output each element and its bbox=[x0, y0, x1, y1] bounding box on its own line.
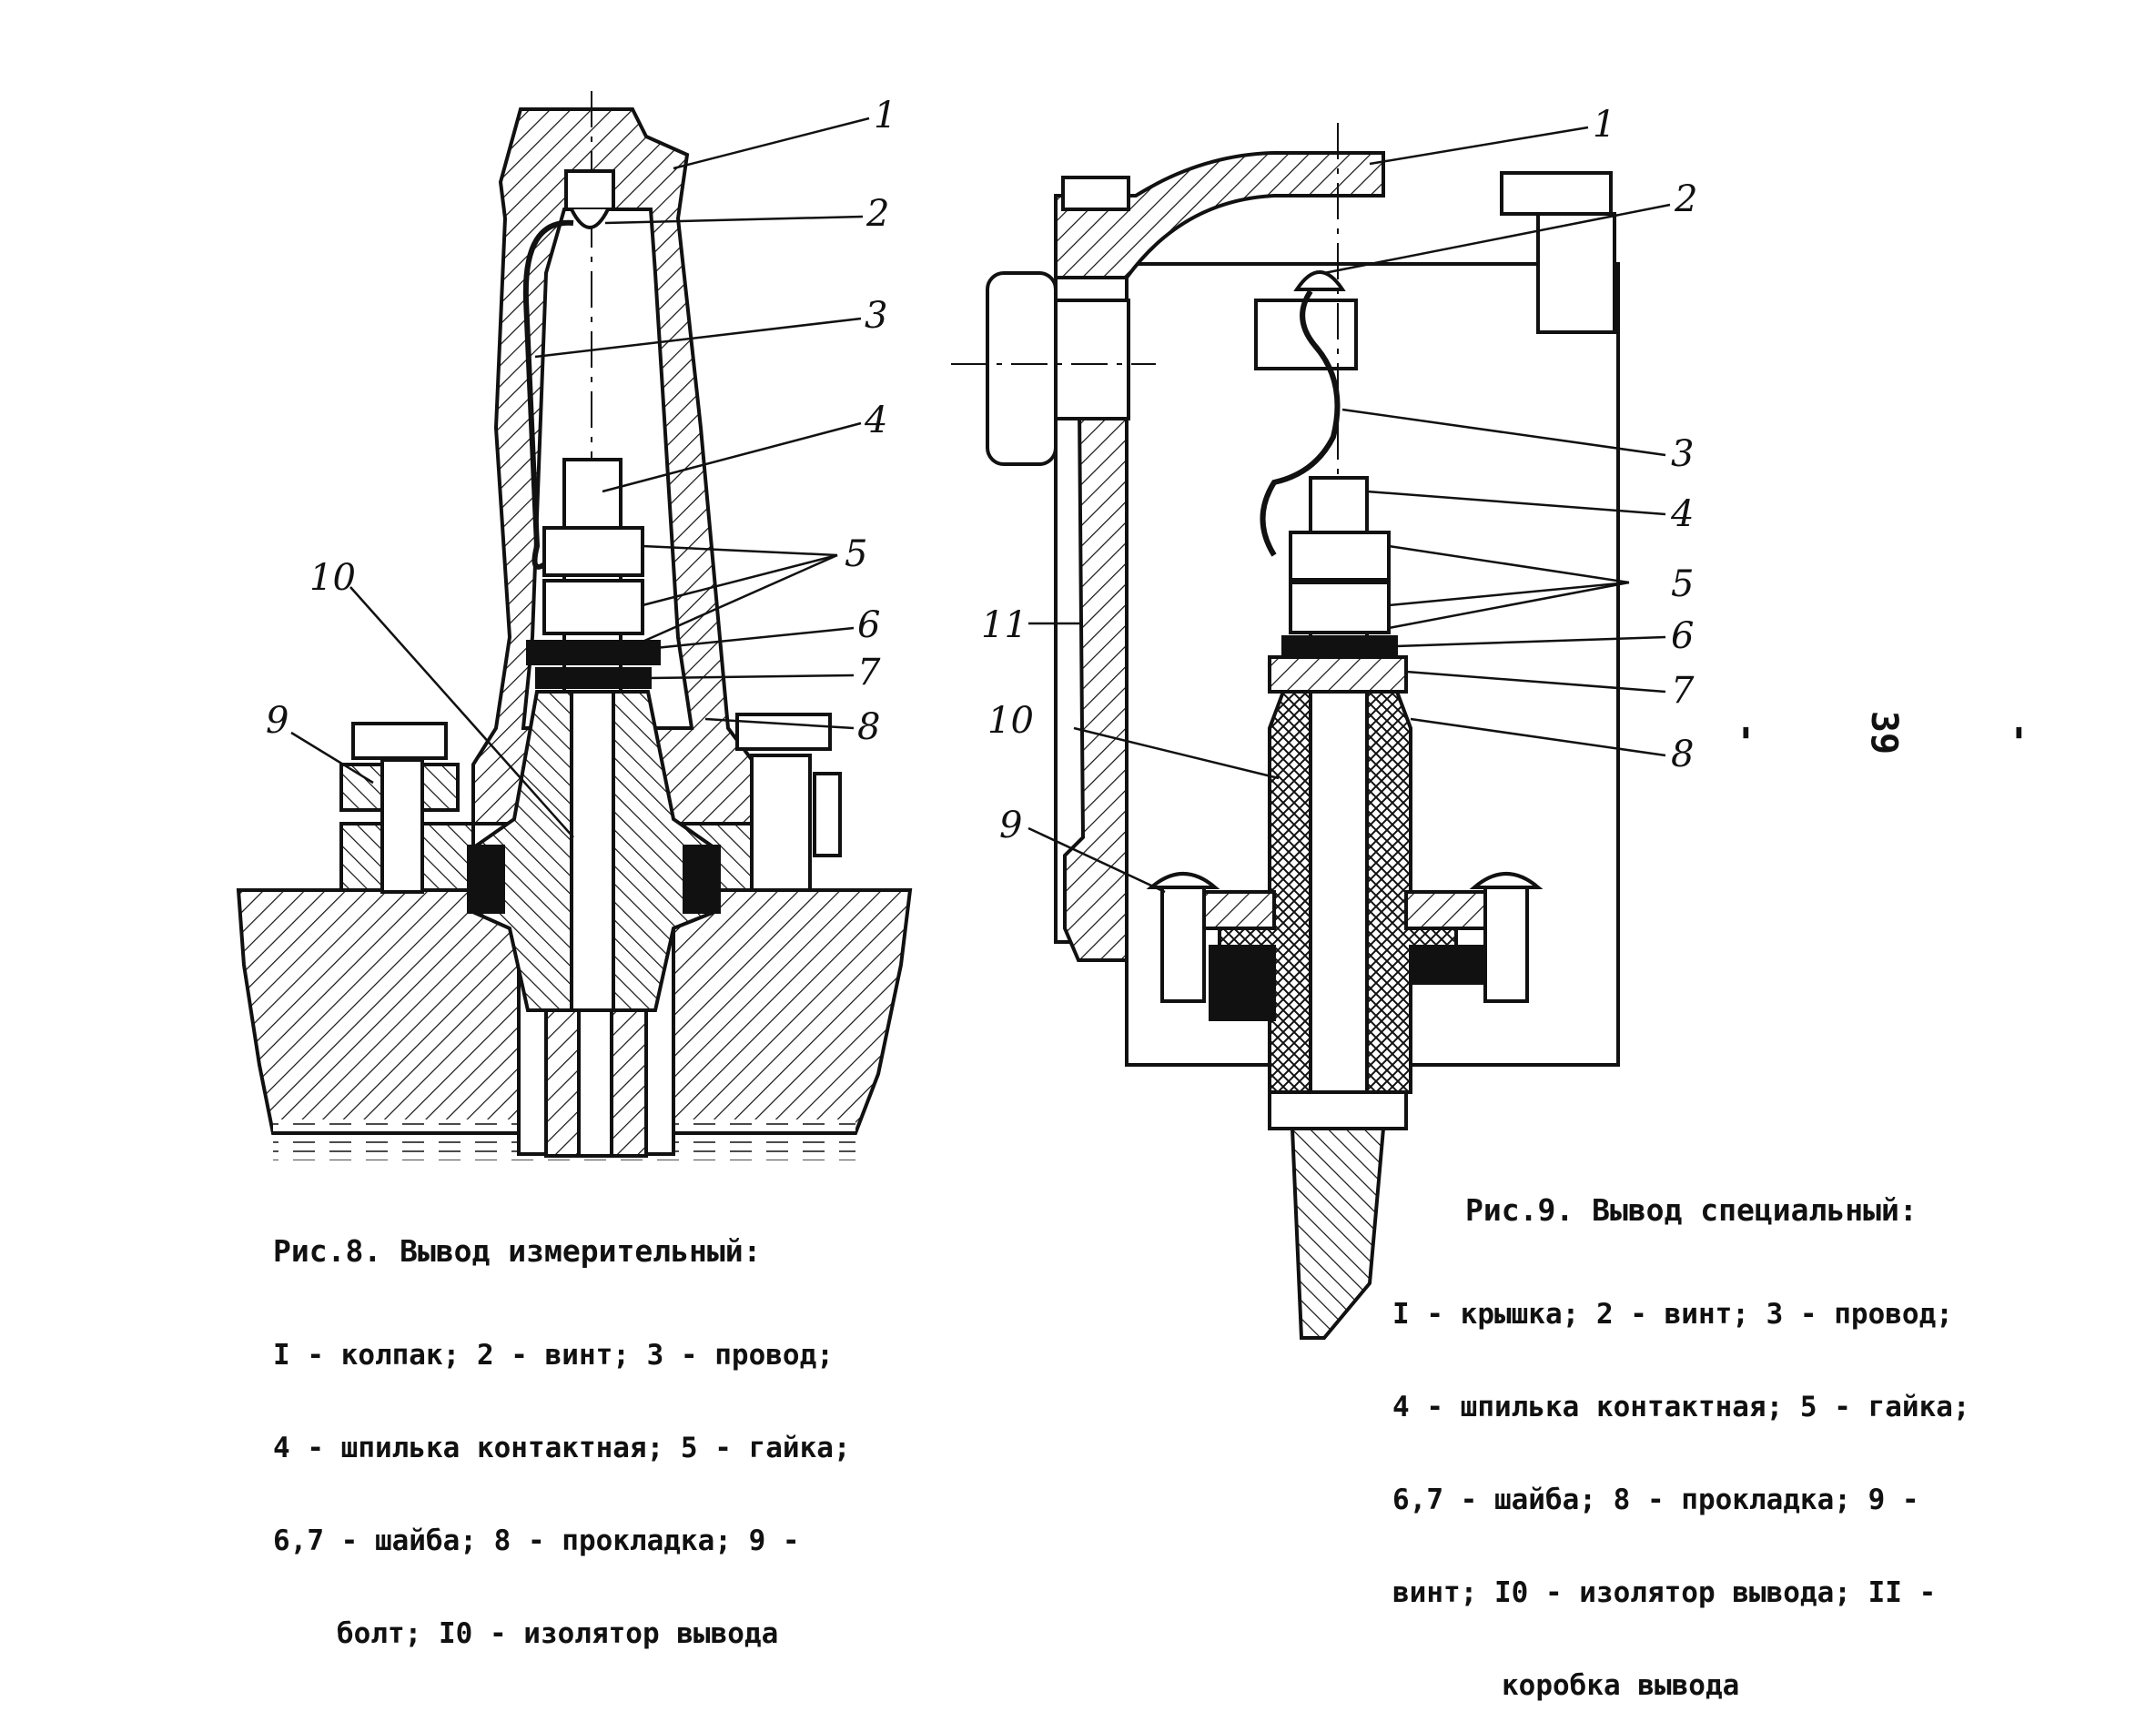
fig9-leader-lines bbox=[1027, 126, 1671, 894]
fig9-screw-left bbox=[1146, 872, 1220, 1003]
fig9-callout-7: 7 bbox=[1671, 670, 1695, 712]
figure-8-measuring-lead bbox=[236, 91, 913, 1160]
fig9-nut-lower bbox=[1289, 581, 1391, 634]
figure-9-legend-line: коробка вывода bbox=[1502, 1669, 1740, 1702]
fig9-mounting-plate bbox=[1199, 890, 1276, 930]
fig8-leader-lines bbox=[290, 116, 870, 838]
figure-8-legend-line: 6,7 - шайба; 8 - прокладка; 9 - bbox=[273, 1524, 800, 1557]
figure-8-caption-title: Рис.8. Вывод измерительный: bbox=[273, 1233, 762, 1269]
fig8-callout-7: 7 bbox=[857, 652, 881, 694]
fig8-nut-upper bbox=[542, 526, 644, 577]
figure-9-legend-line: I - крышка; 2 - винт; 3 - провод; bbox=[1392, 1298, 1953, 1331]
fig9-callout-8: 8 bbox=[1671, 734, 1694, 775]
fig8-washer bbox=[526, 640, 661, 665]
figure-9-legend-line: 6,7 - шайба; 8 - прокладка; 9 - bbox=[1392, 1484, 1919, 1516]
fig8-callout-6: 6 bbox=[857, 604, 880, 646]
fig9-callout-9: 9 bbox=[999, 805, 1022, 846]
fig8-gasket bbox=[467, 845, 505, 914]
fig9-cover bbox=[1054, 151, 1385, 279]
fig9-callout-4: 4 bbox=[1670, 493, 1694, 535]
figure-8-legend-line: I - колпак; 2 - винт; 3 - провод; bbox=[273, 1339, 834, 1372]
fig9-wire bbox=[1260, 289, 1341, 557]
figure-9-legend-line: 4 - шпилька контактная; 5 - гайка; bbox=[1392, 1391, 1970, 1423]
fig8-callout-labels: 1 2 3 4 5 6 7 8 9 10 bbox=[266, 95, 896, 748]
fig8-callout-3: 3 bbox=[865, 295, 887, 337]
fig9-callout-labels: 1 2 3 4 5 6 7 8 9 10 11 bbox=[981, 104, 1697, 846]
fig8-bolt-right bbox=[735, 713, 842, 892]
fig8-nut-lower bbox=[542, 579, 644, 635]
technical-drawing-sheet: 1 2 3 4 5 6 7 8 9 10 1 2 3 4 5 6 7 8 9 1… bbox=[236, 91, 1697, 1340]
fig8-callout-2: 2 bbox=[865, 193, 889, 235]
fig9-washer bbox=[1281, 635, 1398, 657]
fig9-callout-6: 6 bbox=[1671, 615, 1694, 657]
figure-8-legend-line: болт; I0 - изолятор вывода bbox=[337, 1617, 779, 1650]
fig9-callout-3: 3 bbox=[1671, 433, 1694, 475]
fig9-side-bolt-head bbox=[986, 271, 1058, 466]
figure-9-caption: Рис.9. Вывод специальный: I - крышка; 2 … bbox=[1392, 1133, 1970, 1732]
figure-9-special-lead bbox=[951, 123, 1620, 1340]
fig9-callout-10: 10 bbox=[987, 700, 1034, 742]
fig9-nut-upper bbox=[1289, 531, 1391, 582]
figure-9-legend-line: винт; I0 - изолятор вывода; II - bbox=[1392, 1576, 1937, 1609]
fig9-callout-2: 2 bbox=[1674, 178, 1697, 220]
fig9-callout-11: 11 bbox=[981, 604, 1027, 646]
fig8-callout-9: 9 bbox=[266, 700, 288, 742]
figure-8-legend-line: 4 - шпилька контактная; 5 - гайка; bbox=[273, 1432, 851, 1464]
fig9-callout-1: 1 bbox=[1593, 104, 1615, 146]
fig8-callout-8: 8 bbox=[857, 706, 880, 748]
fig9-screw bbox=[1293, 270, 1346, 291]
fig8-callout-4: 4 bbox=[864, 400, 887, 441]
figure-8-caption: Рис.8. Вывод измерительный: I - колпак; … bbox=[273, 1174, 851, 1680]
figure-9-caption-title: Рис.9. Вывод специальный: bbox=[1465, 1192, 1918, 1228]
fig8-bolt-left bbox=[339, 722, 460, 894]
fig8-callout-10: 10 bbox=[309, 557, 356, 599]
fig8-callout-1: 1 bbox=[874, 95, 896, 137]
fig9-screw-right bbox=[1469, 872, 1544, 1003]
fig8-callout-5: 5 bbox=[845, 533, 867, 575]
page-number: - 39 - bbox=[1726, 710, 2041, 755]
fig9-callout-5: 5 bbox=[1671, 563, 1694, 605]
fig8-wire bbox=[522, 219, 574, 570]
fig8-screw bbox=[564, 169, 615, 211]
fig9-cable bbox=[1290, 1127, 1386, 1340]
